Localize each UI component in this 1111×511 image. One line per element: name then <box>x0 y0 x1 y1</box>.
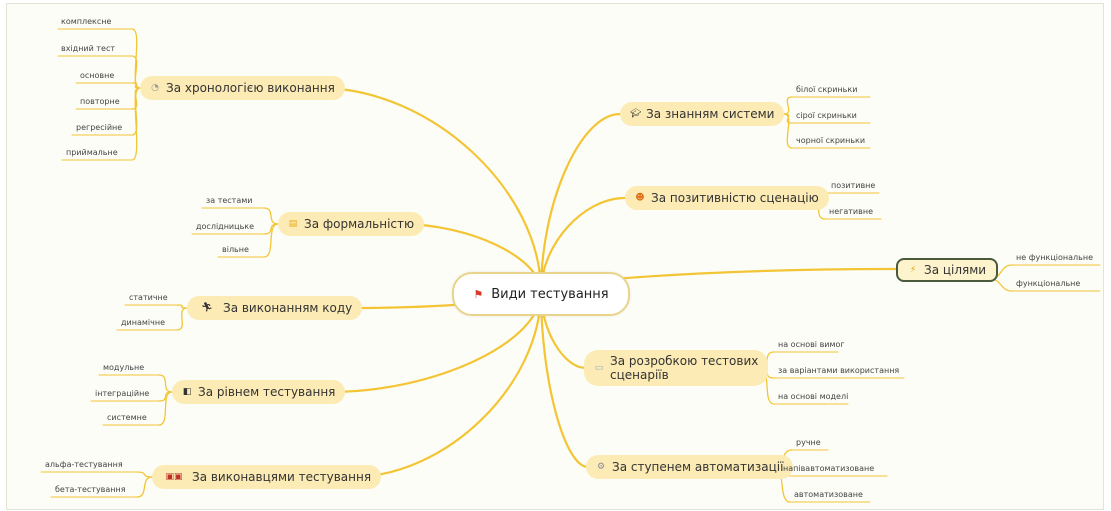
leaf-item[interactable]: статичне <box>129 293 168 302</box>
leaf-item[interactable]: функціональне <box>1016 279 1081 288</box>
topic-automation[interactable]: ⚙ За ступенем автоматизації <box>586 455 794 479</box>
topic-label: За цілями <box>924 263 987 277</box>
central-topic[interactable]: ⚑ Види тестування <box>452 272 630 316</box>
layers-icon: ◧ <box>182 387 192 397</box>
leaf-connector <box>783 96 793 115</box>
leaf-connector <box>783 113 793 149</box>
topic-label: За виконанням коду <box>223 301 353 315</box>
topic-test-level[interactable]: ◧ За рівнем тестування <box>172 380 346 404</box>
gear-icon: ⚙ <box>596 462 606 472</box>
leaf-item[interactable]: інтеграційне <box>95 389 150 398</box>
branch-automation <box>539 290 590 469</box>
leaf-item[interactable]: напівавтоматизоване <box>783 464 875 473</box>
topic-chronology[interactable]: ◔ За хронологією виконання <box>140 76 345 100</box>
branch-performers <box>350 290 543 479</box>
leaf-connector <box>158 374 173 393</box>
topic-label: За виконавцями тестування <box>192 470 372 484</box>
leaf-item[interactable]: комплексне <box>61 17 112 26</box>
leaf-item[interactable]: дослідницьке <box>196 222 255 231</box>
branch-chronology <box>318 86 543 294</box>
leaf-item[interactable]: системне <box>107 413 147 422</box>
leaf-item[interactable]: негативне <box>829 207 873 216</box>
topic-goals[interactable]: ⚡︎ За цілями <box>896 258 999 282</box>
topic-label: За хронологією виконання <box>166 81 335 95</box>
document-icon: ▭ <box>594 363 604 373</box>
leaf-item[interactable]: основне <box>80 71 115 80</box>
branch-system-knowledge <box>539 112 622 294</box>
leaf-item[interactable]: альфа-тестування <box>45 460 123 469</box>
graduation-cap-icon: 🎓︎ <box>630 109 642 119</box>
topic-formality[interactable]: ▤ За формальністю <box>278 212 425 236</box>
leaf-item[interactable]: повторне <box>80 97 120 106</box>
leaf-item[interactable]: білої скриньки <box>796 85 858 94</box>
topic-code-execution[interactable]: 🏃︎ За виконанням коду <box>187 296 363 320</box>
red-flag-icon: ⚑ <box>473 287 484 301</box>
central-topic-label: Види тестування <box>491 286 609 302</box>
topic-label: За формальністю <box>304 217 415 231</box>
leaf-item[interactable]: бета-тестування <box>55 485 126 494</box>
runners-icon: 🏃︎ <box>201 303 213 313</box>
leaf-connector <box>263 223 279 235</box>
leaf-connector <box>131 55 141 89</box>
leaf-item[interactable]: позитивне <box>831 181 876 190</box>
leaf-connector <box>158 391 173 426</box>
lightning-icon: ⚡︎ <box>909 265 917 275</box>
leaf-connector <box>263 223 279 258</box>
leaf-item[interactable]: сірої скриньки <box>796 111 857 120</box>
topic-label: За знанням системи <box>646 107 775 121</box>
leaf-item[interactable]: на основі вимог <box>778 340 845 349</box>
topic-label: За ступенем автоматизації <box>612 460 784 474</box>
topic-performers[interactable]: ▣▣ За виконавцями тестування <box>152 465 382 489</box>
leaf-item[interactable]: автоматизоване <box>794 490 863 499</box>
leaf-item[interactable]: за варіантами використання <box>778 366 900 375</box>
leaf-connector <box>136 471 153 478</box>
note-icon: ▤ <box>288 219 298 229</box>
red-ab-icon: ▣▣ <box>165 472 183 482</box>
leaf-item[interactable]: модульне <box>103 363 145 372</box>
smiley-icon: ☻ <box>635 193 645 203</box>
leaf-connector <box>131 87 141 161</box>
topic-scenario-design[interactable]: ▭ За розробкою тестових сценаріїв <box>584 350 769 386</box>
leaf-item[interactable]: вхідний тест <box>61 44 116 53</box>
leaf-item[interactable]: не функціональне <box>1016 253 1094 262</box>
leaf-item[interactable]: приймальне <box>66 148 118 157</box>
leaf-item[interactable]: чорної скриньки <box>796 136 866 145</box>
leaf-connector <box>263 207 279 225</box>
leaf-item[interactable]: на основі моделі <box>778 392 849 401</box>
leaf-item[interactable]: вільне <box>222 245 249 254</box>
leaf-item[interactable]: регресійне <box>76 123 123 132</box>
topic-positivity[interactable]: ☻ За позитивністю сценацію <box>625 186 829 210</box>
topic-system-knowledge[interactable]: 🎓︎ За знанням системи <box>620 102 785 126</box>
leaf-connector <box>136 476 153 498</box>
leaf-connector <box>176 307 188 331</box>
topic-label: За рівнем тестування <box>198 385 336 399</box>
leaf-item[interactable]: за тестами <box>206 196 253 205</box>
topic-label: За позитивністю сценацію <box>651 191 819 205</box>
leaf-item[interactable]: ручне <box>796 438 821 447</box>
topic-label: За розробкою тестових сценаріїв <box>610 354 759 382</box>
clock-icon: ◔ <box>151 83 159 93</box>
leaf-item[interactable]: динамічне <box>121 318 165 327</box>
